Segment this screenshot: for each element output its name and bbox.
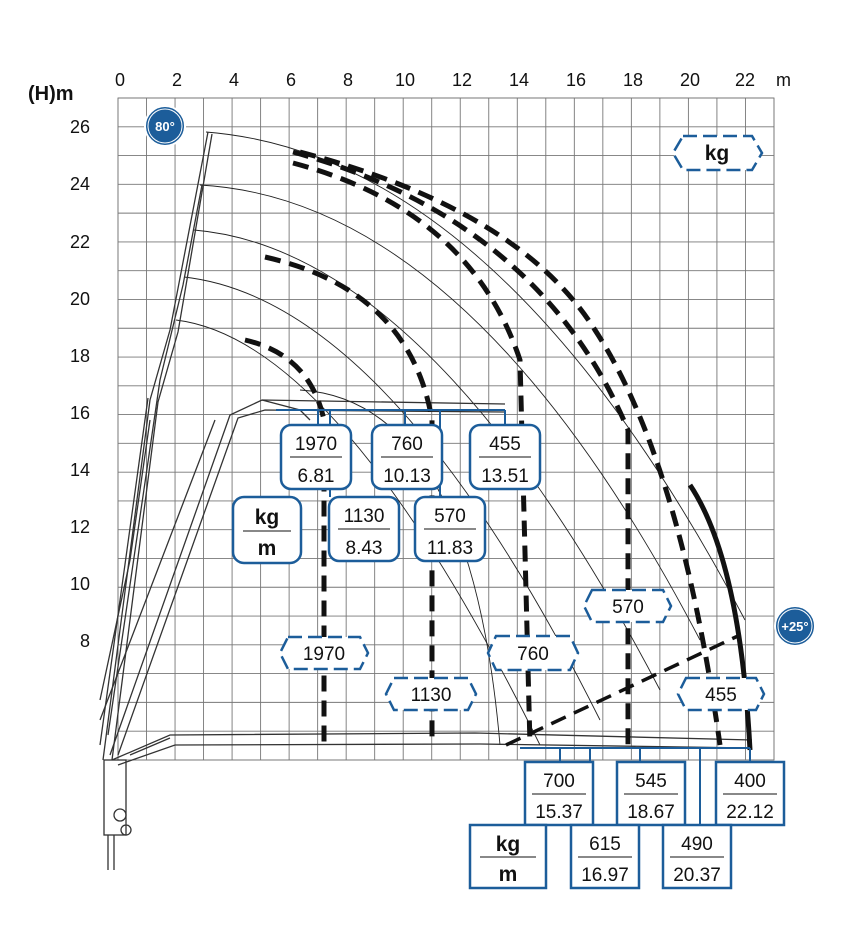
curve-label-text: 455 <box>705 685 737 706</box>
y-tick: 8 <box>80 631 90 651</box>
upper-box: 570 11.83 <box>413 495 487 563</box>
curve-label-text: 760 <box>517 644 549 665</box>
upper-box: 1130 8.43 <box>327 495 401 563</box>
lower-box-m: 20.37 <box>673 865 721 886</box>
x-tick: 8 <box>343 70 353 90</box>
angle-badge-80: 80° <box>144 105 186 147</box>
lower-box-kg: 545 <box>635 771 667 792</box>
upper-box-m: 11.83 <box>427 538 473 559</box>
curve-1130 <box>264 254 435 745</box>
y-tick: 10 <box>70 574 90 594</box>
curve-label: 455 <box>676 676 766 712</box>
lower-box: 545 18.67 <box>615 760 687 827</box>
upper-box-m: 8.43 <box>346 538 383 559</box>
angle-80-text: 80° <box>155 119 175 134</box>
y-unit: (H)m <box>28 83 74 105</box>
curve-label: 570 <box>582 588 673 624</box>
curve-label-text: 1130 <box>411 685 452 706</box>
curve-label-text: 570 <box>612 597 644 618</box>
upper-box-kg: 455 <box>489 434 521 455</box>
crane-boom <box>99 131 753 870</box>
y-tick: 14 <box>70 460 90 480</box>
lower-box: 400 22.12 <box>714 760 786 827</box>
x-tick: 22 <box>735 70 755 90</box>
upper-box: 760 10.13 <box>370 423 444 491</box>
angle-badge-plus25: +25° <box>774 605 816 647</box>
y-axis: (H)m 26 24 22 20 18 16 14 12 10 8 <box>28 83 90 651</box>
upper-box-m: 13.51 <box>481 466 529 487</box>
curve-label: 1130 <box>384 676 478 712</box>
y-tick: 24 <box>70 174 90 194</box>
lower-box-kg: 400 <box>734 771 766 792</box>
legend-bottom-kg: kg <box>496 833 521 856</box>
curve-label: 760 <box>486 634 580 672</box>
y-tick: 22 <box>70 232 90 252</box>
curve-plus25 <box>505 633 741 747</box>
x-tick: 12 <box>452 70 472 90</box>
curve-label-text: 1970 <box>303 644 345 665</box>
curve-455 <box>299 149 723 746</box>
lower-box-m: 16.97 <box>581 865 629 886</box>
lower-box-m: 15.37 <box>535 802 583 823</box>
y-tick: 16 <box>70 403 90 423</box>
x-tick: 14 <box>509 70 529 90</box>
lower-box-kg: 700 <box>543 771 575 792</box>
y-tick: 12 <box>70 517 90 537</box>
upper-box-m: 10.13 <box>383 466 431 487</box>
grid <box>117 97 775 761</box>
x-unit: m <box>776 70 791 90</box>
curve-label: 1970 <box>278 635 370 671</box>
curve-760 <box>292 160 533 746</box>
lower-box: 490 20.37 <box>661 823 733 890</box>
x-axis: 0 2 4 6 8 10 12 14 16 18 20 22 m <box>115 70 791 90</box>
upper-box: 455 13.51 <box>468 423 542 491</box>
upper-box: 1970 6.81 <box>279 423 353 491</box>
lower-box-m: 18.67 <box>627 802 675 823</box>
curve-570 <box>292 149 631 745</box>
curve-1970 <box>244 337 327 745</box>
upper-box-kg: 1130 <box>344 506 385 527</box>
y-tick: 20 <box>70 289 90 309</box>
x-tick: 4 <box>229 70 239 90</box>
x-tick: 10 <box>395 70 415 90</box>
x-tick: 6 <box>286 70 296 90</box>
x-tick: 16 <box>566 70 586 90</box>
angle-plus25-text: +25° <box>781 619 808 634</box>
legend-mid-m: m <box>258 537 277 560</box>
legend-bottom: kg m <box>468 823 548 890</box>
lower-box: 615 16.97 <box>569 823 641 890</box>
legend-kg-top-text: kg <box>705 142 730 165</box>
load-curves <box>244 149 741 747</box>
lower-box-kg: 490 <box>681 834 713 855</box>
x-tick: 18 <box>623 70 643 90</box>
grid-border <box>117 97 775 761</box>
upper-box-kg: 760 <box>391 434 423 455</box>
lower-box-kg: 615 <box>589 834 621 855</box>
y-tick: 18 <box>70 346 90 366</box>
upper-box-kg: 570 <box>434 506 466 527</box>
legend-kg-top: kg <box>671 134 764 172</box>
upper-box-m: 6.81 <box>298 466 335 487</box>
x-tick: 0 <box>115 70 125 90</box>
y-tick: 26 <box>70 117 90 137</box>
lower-box: 700 15.37 <box>523 760 595 827</box>
legend-bottom-m: m <box>499 863 518 886</box>
legend-mid: kg m <box>231 495 303 565</box>
x-tick: 20 <box>680 70 700 90</box>
upper-box-kg: 1970 <box>295 434 337 455</box>
x-tick: 2 <box>172 70 182 90</box>
legend-mid-kg: kg <box>255 506 280 529</box>
lower-box-m: 22.12 <box>726 802 774 823</box>
